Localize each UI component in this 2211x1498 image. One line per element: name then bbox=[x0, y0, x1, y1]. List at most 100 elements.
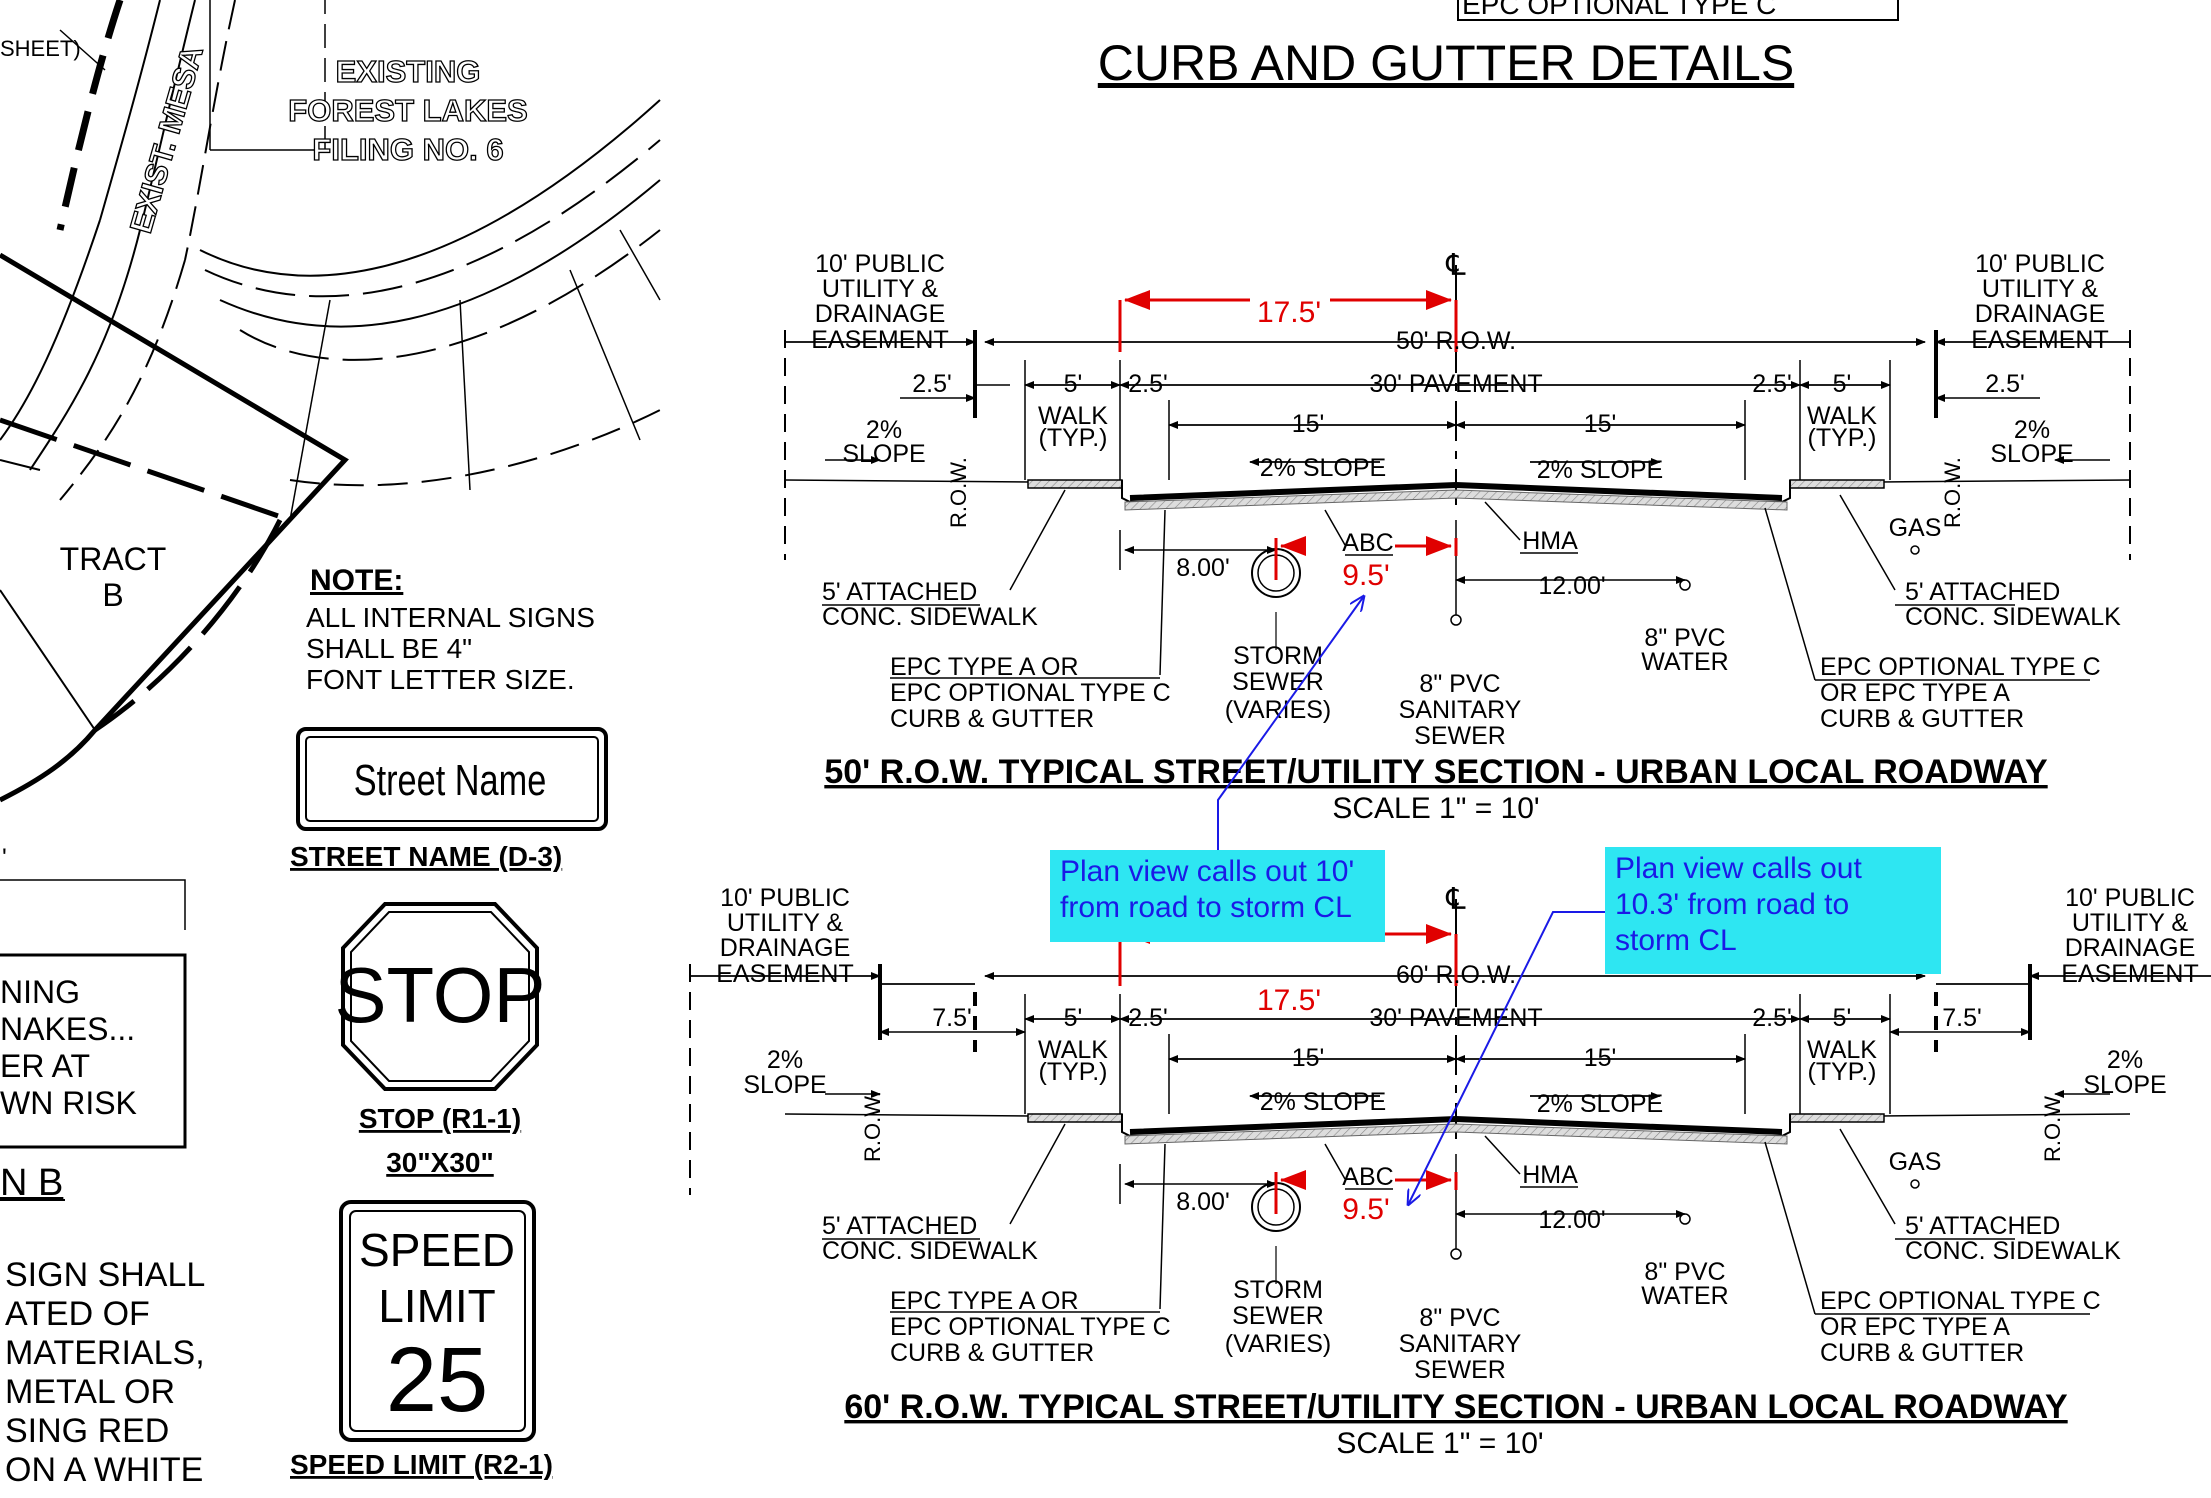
svg-text:℄: ℄ bbox=[1445, 883, 1466, 916]
svg-text:WATER: WATER bbox=[1641, 648, 1729, 676]
svg-text:R.O.W.: R.O.W. bbox=[1940, 457, 1965, 528]
svg-text:SLOPE: SLOPE bbox=[743, 1071, 826, 1099]
svg-text:ABC: ABC bbox=[1342, 1163, 1393, 1191]
speed-sign-line-2: LIMIT bbox=[378, 1280, 496, 1332]
svg-text:(TYP.): (TYP.) bbox=[1039, 1058, 1108, 1086]
svg-text:EASEMENT: EASEMENT bbox=[811, 326, 949, 354]
existing-note-line-1: EXISTING bbox=[336, 54, 481, 89]
svg-text:SLOPE: SLOPE bbox=[842, 440, 925, 468]
svg-text:R.O.W.: R.O.W. bbox=[946, 457, 971, 528]
svg-text:2%: 2% bbox=[866, 416, 902, 444]
street-label: EXIST. MESA bbox=[123, 42, 210, 237]
svg-text:2.5': 2.5' bbox=[1128, 1004, 1168, 1032]
warning-fragment-1: NING bbox=[0, 974, 80, 1010]
svg-text:R.O.W.: R.O.W. bbox=[2040, 1091, 2065, 1162]
svg-text:60' R.O.W.: 60' R.O.W. bbox=[1396, 961, 1516, 989]
svg-text:(TYP.): (TYP.) bbox=[1039, 424, 1108, 452]
tick-fragment: ' bbox=[2, 844, 7, 872]
section-2-scale: SCALE 1" = 10' bbox=[1336, 1427, 1543, 1460]
svg-text:MATERIALS,: MATERIALS, bbox=[5, 1334, 205, 1372]
svg-text:5' ATTACHED: 5' ATTACHED bbox=[822, 1212, 977, 1240]
svg-text:15': 15' bbox=[1584, 410, 1617, 438]
svg-text:9.5': 9.5' bbox=[1342, 1193, 1389, 1226]
svg-text:WATER: WATER bbox=[1641, 1282, 1729, 1310]
svg-text:10' PUBLIC: 10' PUBLIC bbox=[1975, 250, 2105, 278]
stop-sign-text: STOP bbox=[335, 951, 546, 1039]
stop-sign: STOP bbox=[335, 902, 546, 1091]
svg-text:GAS: GAS bbox=[1889, 514, 1942, 542]
svg-text:EPC OPTIONAL TYPE C: EPC OPTIONAL TYPE C bbox=[890, 679, 1171, 707]
svg-text:5' ATTACHED: 5' ATTACHED bbox=[1905, 1212, 2060, 1240]
section-60-row: ℄ 10' PUBLIC UTILITY & DRAINAGE EASEMENT… bbox=[689, 883, 2211, 1460]
svg-text:UTILITY &: UTILITY & bbox=[2072, 909, 2189, 937]
svg-text:5': 5' bbox=[1064, 370, 1083, 398]
existing-note-line-2: FOREST LAKES bbox=[288, 93, 527, 128]
plan-linework bbox=[0, 0, 661, 1201]
svg-text:2%: 2% bbox=[2014, 416, 2050, 444]
svg-text:8" PVC: 8" PVC bbox=[1644, 1258, 1725, 1286]
callout-storm-10-3ft: Plan view calls out 10.3' from road to s… bbox=[1605, 847, 1941, 974]
stop-size-caption: 30"X30" bbox=[386, 1147, 494, 1178]
svg-text:12.00': 12.00' bbox=[1538, 1206, 1605, 1234]
svg-text:OR EPC TYPE A: OR EPC TYPE A bbox=[1820, 679, 2010, 707]
svg-text:EASEMENT: EASEMENT bbox=[716, 960, 854, 988]
svg-text:CURB & GUTTER: CURB & GUTTER bbox=[1820, 1339, 2024, 1367]
svg-text:10' PUBLIC: 10' PUBLIC bbox=[815, 250, 945, 278]
svg-text:8.00': 8.00' bbox=[1176, 554, 1229, 582]
svg-text:CURB & GUTTER: CURB & GUTTER bbox=[890, 1339, 1094, 1367]
easement-left: 10' PUBLIC UTILITY & DRAINAGE EASEMENT bbox=[811, 250, 949, 354]
svg-text:SEWER: SEWER bbox=[1414, 1356, 1506, 1384]
svg-text:ON A WHITE: ON A WHITE bbox=[5, 1451, 203, 1489]
svg-text:DRAINAGE: DRAINAGE bbox=[1975, 300, 2106, 328]
svg-text:8" PVC: 8" PVC bbox=[1419, 1304, 1500, 1332]
svg-text:30' PAVEMENT: 30' PAVEMENT bbox=[1369, 370, 1542, 398]
svg-text:17.5': 17.5' bbox=[1257, 296, 1321, 329]
svg-text:SLOPE: SLOPE bbox=[2083, 1071, 2166, 1099]
svg-text:ABC: ABC bbox=[1342, 529, 1393, 557]
note-line-3: FONT LETTER SIZE. bbox=[306, 664, 575, 695]
svg-text:(VARIES): (VARIES) bbox=[1225, 696, 1332, 724]
tract-label-line-2: B bbox=[102, 577, 123, 613]
svg-text:CONC. SIDEWALK: CONC. SIDEWALK bbox=[822, 1237, 1038, 1265]
svg-text:UTILITY &: UTILITY & bbox=[822, 275, 939, 303]
svg-text:15': 15' bbox=[1292, 1044, 1325, 1072]
svg-text:EASEMENT: EASEMENT bbox=[2061, 960, 2199, 988]
svg-text:STORM: STORM bbox=[1233, 1276, 1323, 1304]
svg-text:2.5': 2.5' bbox=[1752, 1004, 1792, 1032]
svg-text:5' ATTACHED: 5' ATTACHED bbox=[822, 578, 977, 606]
svg-text:SANITARY: SANITARY bbox=[1399, 696, 1522, 724]
svg-text:UTILITY &: UTILITY & bbox=[727, 909, 844, 937]
svg-text:2%: 2% bbox=[2107, 1046, 2143, 1074]
svg-text:(TYP.): (TYP.) bbox=[1808, 424, 1877, 452]
section-1-title: 50' R.O.W. TYPICAL STREET/UTILITY SECTIO… bbox=[824, 753, 2048, 791]
svg-text:2% SLOPE: 2% SLOPE bbox=[1260, 1088, 1386, 1116]
svg-text:7.5': 7.5' bbox=[1942, 1004, 1982, 1032]
svg-text:STORM: STORM bbox=[1233, 642, 1323, 670]
note-line-1: ALL INTERNAL SIGNS bbox=[306, 602, 595, 633]
svg-text:5': 5' bbox=[1833, 370, 1852, 398]
svg-text:10' PUBLIC: 10' PUBLIC bbox=[720, 884, 850, 912]
callout-leaders bbox=[1217, 596, 1605, 1205]
street-name-caption: STREET NAME (D-3) bbox=[290, 841, 562, 872]
svg-text:ATED OF: ATED OF bbox=[5, 1295, 150, 1333]
section-fragment: N B bbox=[0, 1162, 63, 1204]
section-50-row: ℄ 10' PUBLIC UTILITY & DRAINAGE EASEMENT… bbox=[785, 249, 2130, 825]
svg-text:DRAINAGE: DRAINAGE bbox=[2065, 934, 2196, 962]
svg-text:8.00': 8.00' bbox=[1176, 1188, 1229, 1216]
street-name-sign: Street Name bbox=[296, 727, 608, 831]
svg-text:10' PUBLIC: 10' PUBLIC bbox=[2065, 884, 2195, 912]
svg-text:SEWER: SEWER bbox=[1232, 1302, 1324, 1330]
svg-text:OR EPC TYPE A: OR EPC TYPE A bbox=[1820, 1313, 2010, 1341]
easement-right-2: 10' PUBLIC UTILITY & DRAINAGE EASEMENT bbox=[2061, 884, 2199, 988]
speed-sign-line-1: SPEED bbox=[359, 1224, 515, 1276]
note-title: NOTE: bbox=[310, 564, 403, 597]
svg-text:GAS: GAS bbox=[1889, 1148, 1942, 1176]
svg-text:8" PVC: 8" PVC bbox=[1419, 670, 1500, 698]
svg-text:2%: 2% bbox=[767, 1046, 803, 1074]
note-line-2: SHALL BE 4" bbox=[306, 633, 472, 664]
svg-text:2% SLOPE: 2% SLOPE bbox=[1537, 456, 1663, 484]
svg-text:EPC TYPE A OR: EPC TYPE A OR bbox=[890, 1287, 1079, 1315]
svg-text:SANITARY: SANITARY bbox=[1399, 1330, 1522, 1358]
svg-text:R.O.W.: R.O.W. bbox=[860, 1091, 885, 1162]
